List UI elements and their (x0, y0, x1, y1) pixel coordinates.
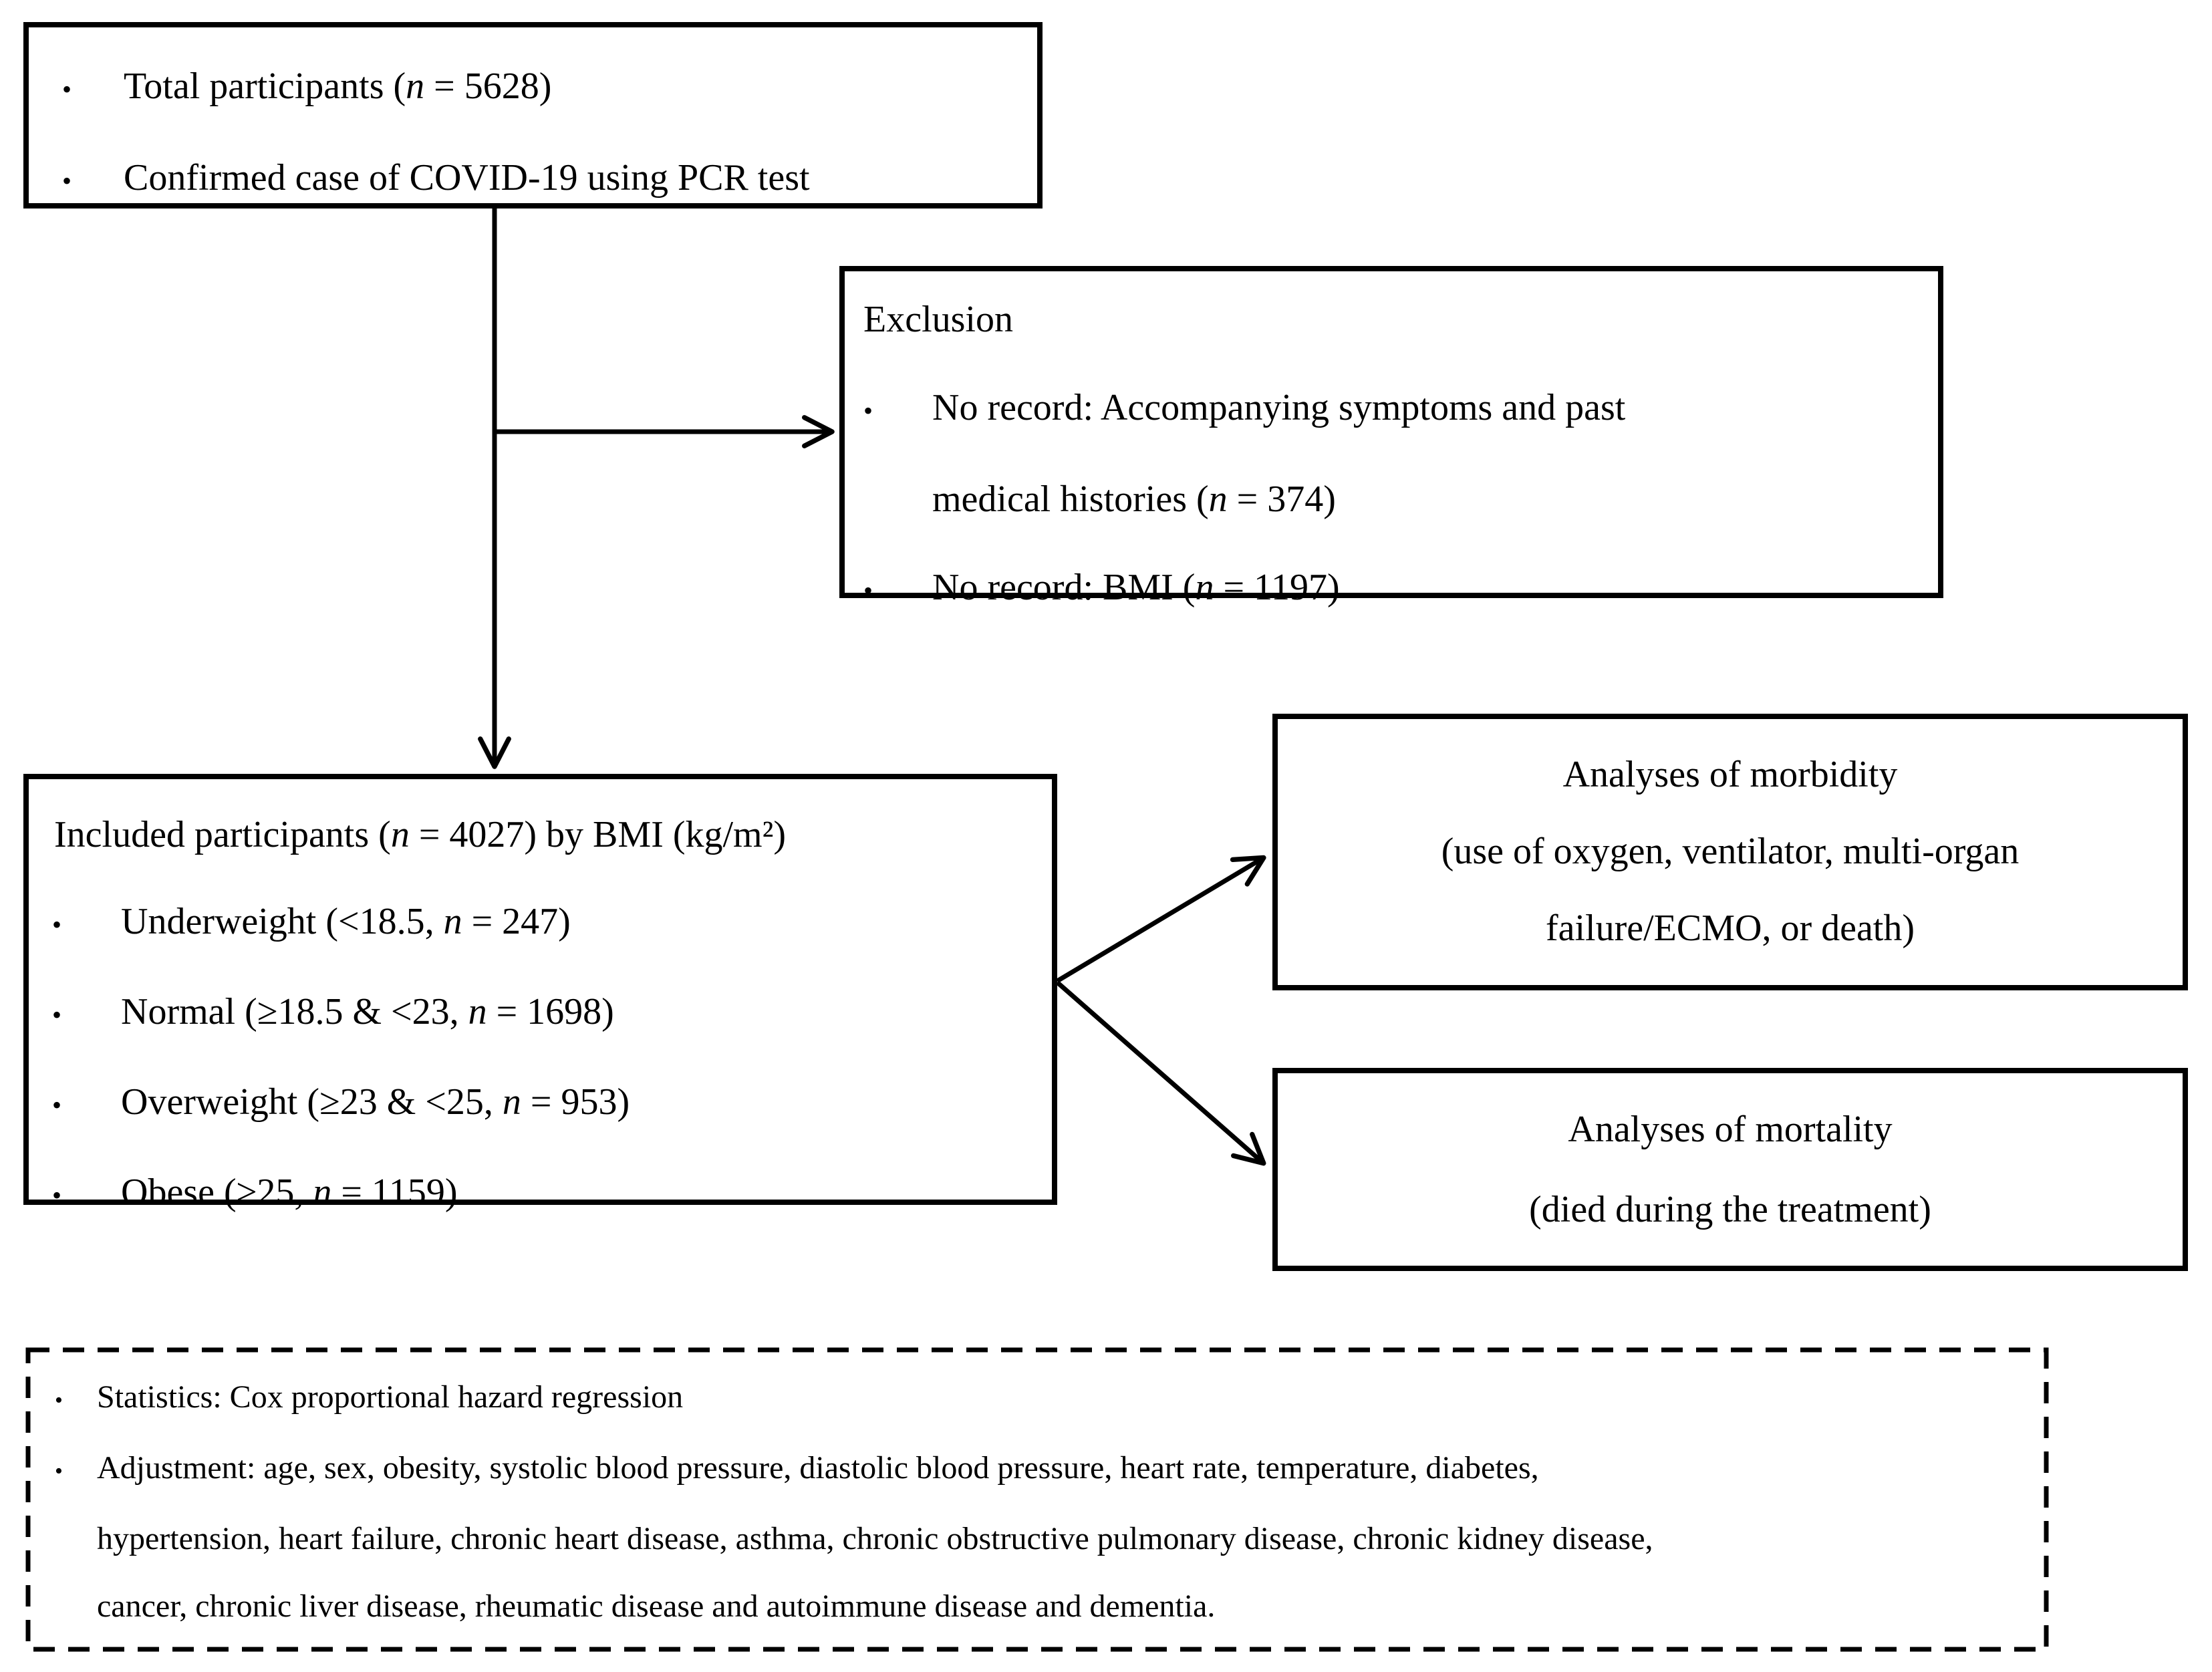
text-segment: No record: BMI ( (932, 567, 1196, 608)
text-segment: Total participants ( (124, 65, 406, 107)
list-item: • Adjustment: age, sex, obesity, systoli… (28, 1434, 2046, 1505)
list-item-continuation: cancer, chronic liver disease, rheumatic… (97, 1588, 1216, 1624)
n-variable: n (443, 901, 462, 942)
text-segment: Normal (≥18.5 & <23, (121, 991, 468, 1032)
text-segment: Overweight (≥23 & <25, (121, 1081, 503, 1123)
text-segment: = 1698) (487, 991, 614, 1032)
box-methods: • Statistics: Cox proportional hazard re… (28, 1350, 2046, 1649)
list-item: • Obese (≥25, n = 1159) (29, 1149, 1052, 1239)
list-item: • No record: Accompanying symptoms and p… (845, 364, 1938, 455)
text-segment: Obese (≥25, (121, 1171, 313, 1213)
bullet-icon: • (52, 1180, 62, 1210)
bullet-icon: • (62, 166, 72, 196)
list-item: • Normal (≥18.5 & <23, n = 1698) (29, 968, 1052, 1059)
bullet-text: Overweight (≥23 & <25, n = 953) (121, 1059, 630, 1145)
box-line: Analyses of mortality (1568, 1109, 1893, 1150)
list-item: • Statistics: Cox proportional hazard re… (28, 1363, 2046, 1434)
bullet-icon: • (52, 910, 62, 940)
n-variable: n (406, 65, 425, 107)
text-segment: = 247) (462, 901, 571, 942)
text-segment: Included participants ( (54, 814, 391, 855)
box-line: (died during the treatment) (1529, 1189, 1931, 1230)
list-item-continuation: medical histories (n = 374) (932, 455, 1938, 543)
bullet-icon: • (52, 1000, 62, 1030)
list-item: • Total participants (n = 5628) (29, 42, 1037, 134)
bullet-text: Total participants (n = 5628) (124, 42, 551, 130)
box-line: Analyses of morbidity (1562, 754, 1898, 795)
box-line: failure/ECMO, or death) (1545, 908, 1915, 949)
bullet-text: Obese (≥25, n = 1159) (121, 1149, 457, 1236)
bullet-text: Statistics: Cox proportional hazard regr… (97, 1379, 684, 1415)
bullet-text: Normal (≥18.5 & <23, n = 1698) (121, 968, 614, 1055)
box-line: (use of oxygen, ventilator, multi-organ (1441, 831, 2020, 872)
bullet-icon: • (863, 575, 873, 605)
n-variable: n (502, 1081, 521, 1123)
text-segment: = 953) (521, 1081, 630, 1123)
text-segment: = 1197) (1214, 567, 1340, 608)
bullet-icon: • (863, 396, 873, 426)
list-item: • Underweight (<18.5, n = 247) (29, 878, 1052, 968)
list-item: • Overweight (≥23 & <25, n = 953) (29, 1059, 1052, 1149)
bullet-icon: • (52, 1090, 62, 1120)
bullet-icon: • (55, 1388, 63, 1413)
text-segment: = 5628) (424, 65, 552, 107)
text-segment: = 4027) by BMI (kg/m²) (409, 814, 787, 855)
box-analyses-morbidity: Analyses of morbidity (use of oxygen, ve… (1272, 714, 2188, 990)
list-item: • No record: BMI (n = 1197) (845, 543, 1938, 635)
bullet-icon: • (55, 1459, 63, 1484)
n-variable: n (1195, 567, 1214, 608)
box-included-participants: Included participants (n = 4027) by BMI … (23, 774, 1057, 1213)
bullet-text: No record: BMI (n = 1197) (932, 543, 1340, 632)
arrow-included-to-morbidity (1056, 855, 1266, 984)
n-variable: n (468, 991, 487, 1032)
text-segment: = 1159) (331, 1171, 458, 1213)
text-segment: = 374) (1227, 478, 1336, 520)
methods-box-dashed-border (25, 1347, 2049, 1652)
text-segment: Underweight (<18.5, (121, 901, 444, 942)
box-included-title: Included participants (n = 4027) by BMI … (29, 791, 1052, 878)
list-item-continuation: hypertension, heart failure, chronic hea… (97, 1521, 1653, 1556)
list-item: • Confirmed case of COVID-19 using PCR t… (29, 134, 1037, 225)
box-exclusion: Exclusion • No record: Accompanying symp… (839, 266, 1943, 608)
bullet-text: Underweight (<18.5, n = 247) (121, 878, 571, 965)
text-segment: medical histories ( (932, 478, 1209, 520)
n-variable: n (390, 814, 410, 855)
box-total-participants: • Total participants (n = 5628) • Confir… (23, 22, 1043, 208)
bullet-text: Confirmed case of COVID-19 using PCR tes… (124, 157, 810, 198)
arrow-included-to-mortality (1055, 980, 1266, 1166)
box-exclusion-title: Exclusion (863, 299, 1013, 340)
bullet-text: Adjustment: age, sex, obesity, systolic … (97, 1450, 1539, 1486)
n-variable: n (313, 1171, 332, 1213)
bullet-icon: • (62, 74, 72, 104)
n-variable: n (1208, 478, 1228, 520)
box-analyses-mortality: Analyses of mortality (died during the t… (1272, 1068, 2188, 1271)
bullet-text: No record: Accompanying symptoms and pas… (932, 387, 1626, 428)
